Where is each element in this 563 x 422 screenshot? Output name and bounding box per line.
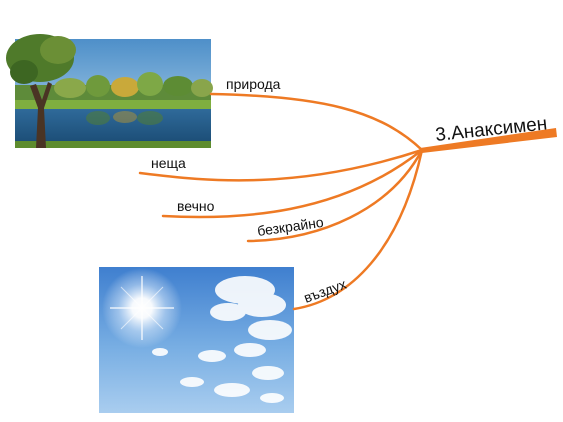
branch-line-neshta <box>138 148 424 182</box>
branch-line-vechno <box>161 148 424 219</box>
branch-line-bezkraino <box>246 148 424 243</box>
branch-lines <box>138 92 424 311</box>
landscape-image <box>6 34 213 148</box>
central-topic-line <box>420 128 557 153</box>
branch-line-vazduh <box>292 148 424 311</box>
branch-label-priroda: природа <box>226 76 281 92</box>
branch-label-neshta: неща <box>151 155 186 171</box>
branch-line-priroda <box>209 92 424 152</box>
branch-label-vechno: вечно <box>177 198 215 214</box>
branch-label-vazduh: въздух <box>302 276 349 306</box>
branch-label-bezkraino: безкрайно <box>256 214 325 239</box>
sky-image <box>99 267 294 413</box>
